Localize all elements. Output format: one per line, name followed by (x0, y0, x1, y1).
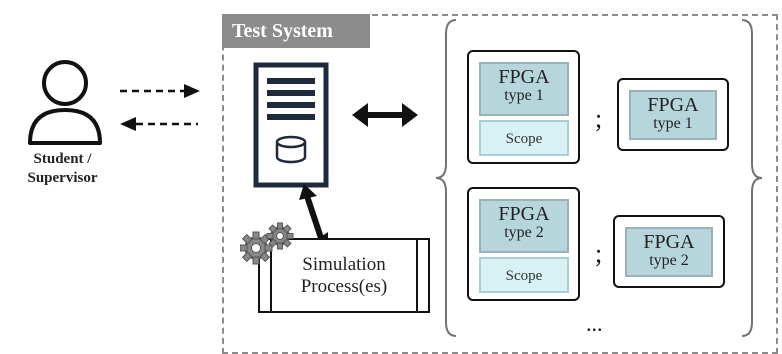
fpga-type1-box: FPGA type 1 (629, 90, 717, 140)
fpga-type: type 1 (653, 115, 693, 132)
fpga-type2-box: FPGA type 2 (625, 227, 713, 277)
user-system-arrows (120, 84, 200, 131)
fpga-title: FPGA (643, 231, 695, 253)
server-icon (253, 62, 329, 188)
board-with-scope-2: FPGA type 2 Scope (467, 187, 580, 301)
fpga-type: type 1 (504, 87, 544, 104)
board-with-scope-1: FPGA type 1 Scope (467, 50, 580, 164)
fpga-title: FPGA (498, 66, 550, 88)
user-icon (28, 60, 102, 145)
user-label: Student / Supervisor (10, 150, 115, 188)
board-fpga-only-1: FPGA type 1 (617, 78, 729, 151)
fpga-type1-box: FPGA type 1 (479, 62, 569, 116)
user-label-line2: Supervisor (27, 170, 98, 186)
fpga-title: FPGA (498, 203, 550, 225)
arrow-right-icon (184, 84, 200, 98)
simulation-line2: Process(es) (300, 276, 388, 297)
scope-box: Scope (479, 120, 569, 156)
boards-brace (435, 19, 763, 337)
arrow-left-icon (120, 117, 136, 131)
separator-semicolon: ; (595, 239, 603, 268)
simulation-process-box: Simulation Process(es) (258, 238, 430, 313)
test-system-label: Test System (222, 14, 370, 48)
separator-semicolon: ; (595, 104, 603, 133)
board-fpga-only-2: FPGA type 2 (613, 215, 725, 288)
database-icon (275, 135, 307, 164)
simulation-line1: Simulation (302, 254, 386, 275)
scope-box: Scope (479, 257, 569, 293)
fpga-type: type 2 (649, 252, 689, 269)
server-boards-arrow (352, 103, 418, 127)
more-ellipsis: ... (586, 311, 603, 336)
user-label-line1: Student / (33, 151, 92, 167)
fpga-type: type 2 (504, 224, 544, 241)
fpga-type2-box: FPGA type 2 (479, 199, 569, 253)
fpga-title: FPGA (647, 94, 699, 116)
gears-icon (240, 222, 294, 265)
